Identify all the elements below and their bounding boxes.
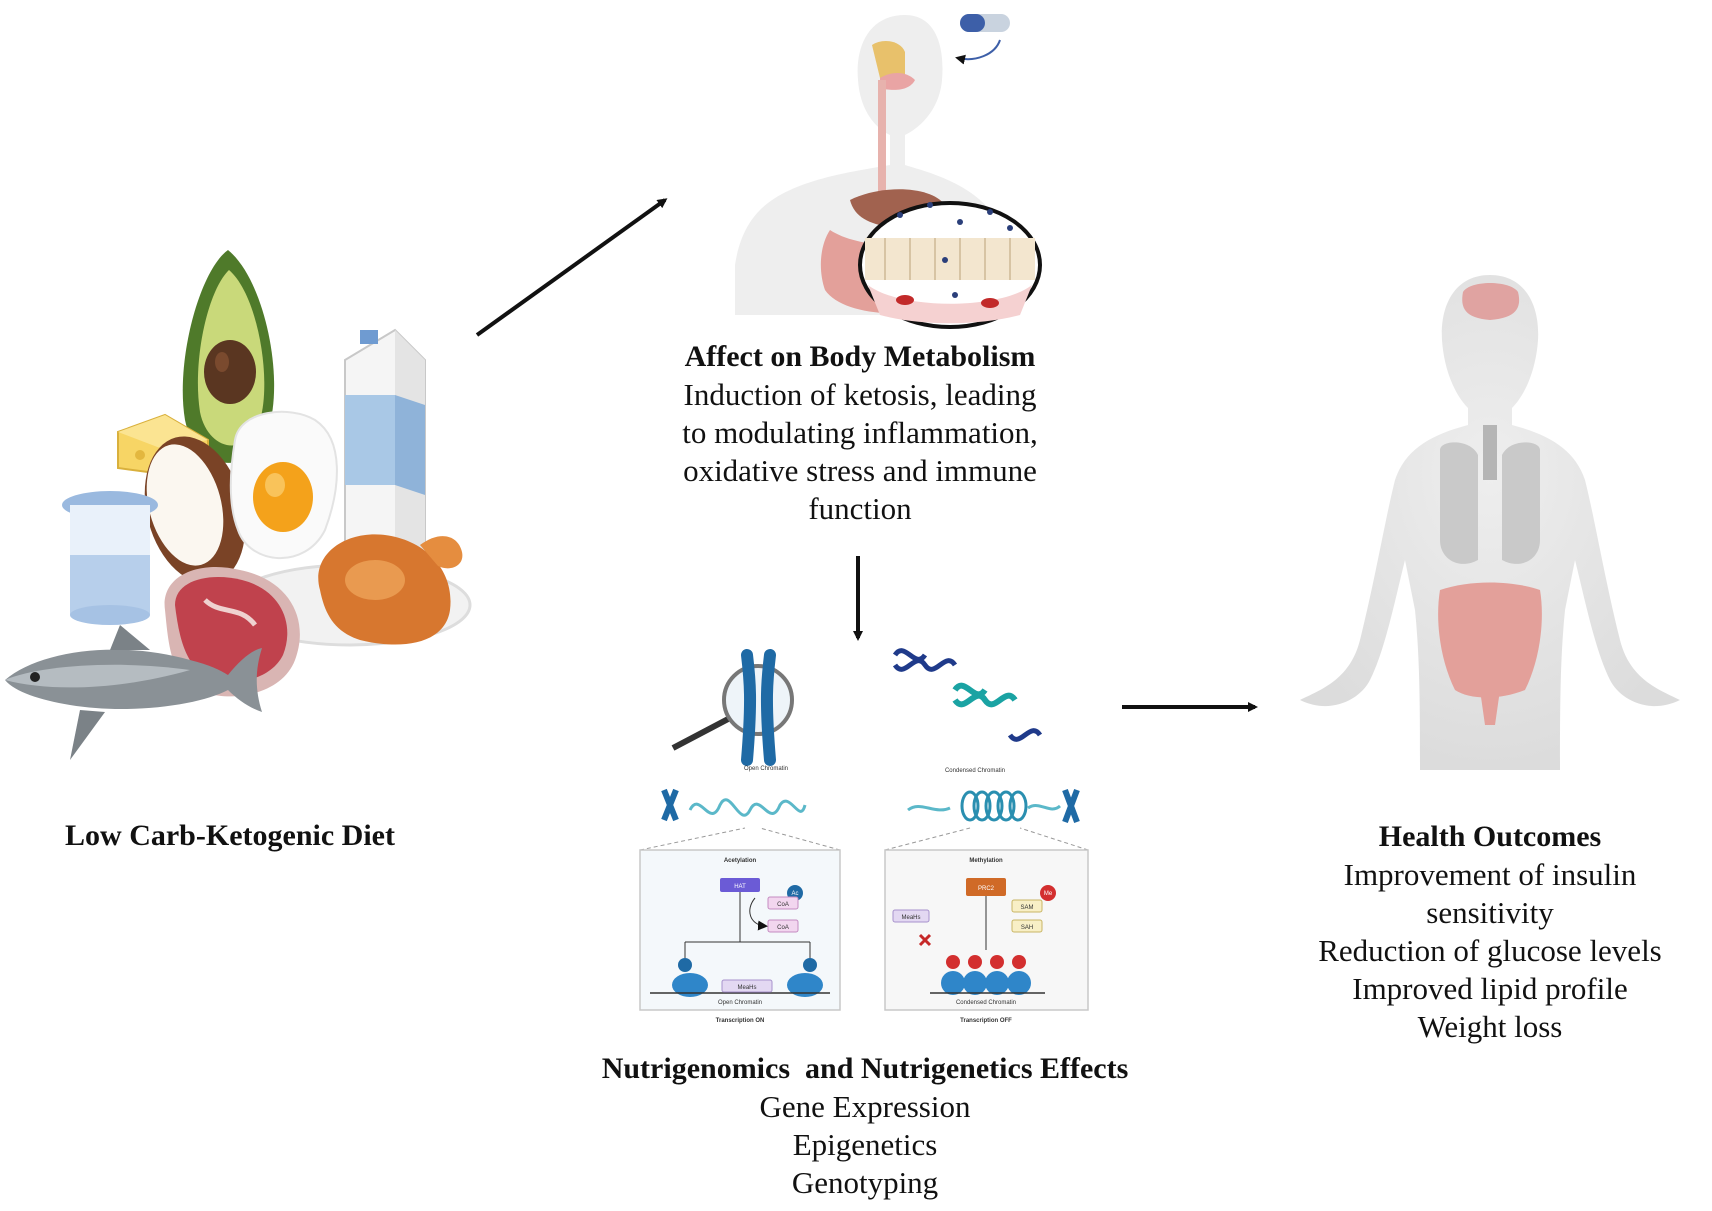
gene-label-right: MeaHs: [901, 915, 920, 921]
milk-carton-icon: [344, 328, 426, 561]
prc2-enzyme-label: PRC2: [978, 886, 995, 892]
acetylation-panel: Acetylation HAT Ac CoA CoA MeaHs Open Ch…: [639, 849, 841, 1024]
outcomes-title: Health Outcomes: [1378, 820, 1602, 853]
arrow-diet-to-metabolism: [475, 198, 668, 337]
chromosome-magnifier-icon: [671, 649, 794, 766]
methylation-title: Methylation: [969, 858, 1003, 864]
metabolism-text-block: Affect on Body Metabolism Induction of k…: [630, 338, 1090, 528]
diet-title: Low Carb-Ketogenic Diet: [65, 819, 395, 852]
open-chromatin-caption: Open Chromatin: [744, 766, 788, 772]
hat-enzyme-label: HAT: [734, 884, 746, 890]
outcome-line: Weight loss: [1417, 1009, 1563, 1044]
gene-label-left: MeaHs: [737, 985, 756, 991]
sam-label: SAM: [1020, 905, 1033, 911]
food-illustration: [5, 250, 472, 760]
yogurt-icon: [62, 491, 158, 625]
pill-icon: [960, 14, 1010, 32]
metabolism-line: to modulating inflammation,: [682, 415, 1038, 450]
human-body-illustration: [1300, 275, 1680, 770]
dna-helix-icon: [892, 648, 1043, 742]
open-chromatin-strand: [661, 788, 807, 822]
coa-label-1: CoA: [777, 902, 789, 908]
acetyl-group-label: Ac: [791, 891, 798, 897]
nutrigenomics-text-block: Nutrigenomics and Nutrigenetics Effects …: [555, 1050, 1175, 1202]
condensed-chromatin-state: Condensed Chromatin: [956, 1000, 1016, 1006]
digestive-system-illustration: [735, 14, 1042, 329]
nutrigenomics-line: Genotyping: [791, 1165, 939, 1200]
nutrigenomics-line: Epigenetics: [792, 1127, 938, 1162]
metabolism-title: Affect on Body Metabolism: [684, 340, 1036, 373]
metabolism-line: oxidative stress and immune: [683, 453, 1037, 488]
outcome-line: Improvement of insulin: [1343, 857, 1637, 892]
epigenetics-illustration: Open Chromatin Condensed Chromatin: [639, 648, 1089, 1024]
coconut-icon: [144, 436, 246, 584]
transcription-on-label: Transcription ON: [716, 1018, 765, 1024]
methylation-panel: Methylation PRC2 Me SAM SAH MeaHs Conden…: [884, 849, 1089, 1024]
metabolism-line: Induction of ketosis, leading: [683, 377, 1037, 412]
condensed-chromatin-strand: [907, 788, 1080, 824]
condensed-chromatin-caption: Condensed Chromatin: [945, 768, 1005, 774]
metabolism-line: function: [808, 491, 912, 526]
outcome-line: sensitivity: [1426, 895, 1554, 930]
outcome-line: Reduction of glucose levels: [1318, 933, 1662, 968]
nutrigenomics-title: Nutrigenomics and Nutrigenetics Effects: [601, 1052, 1129, 1085]
egg-icon: [229, 410, 338, 560]
intestinal-absorption-magnifier: [858, 201, 1042, 329]
methyl-group-label: Me: [1044, 891, 1053, 897]
chicken-icon: [318, 534, 463, 645]
open-chromatin-state: Open Chromatin: [718, 1000, 762, 1006]
outcomes-text-block: Health Outcomes Improvement of insulin s…: [1270, 818, 1710, 1046]
sah-label: SAH: [1021, 925, 1033, 931]
transcription-off-label: Transcription OFF: [960, 1018, 1012, 1024]
fish-icon: [5, 625, 262, 760]
coa-label-2: CoA: [777, 925, 789, 931]
outcome-line: Improved lipid profile: [1352, 971, 1628, 1006]
avocado-icon: [182, 250, 275, 463]
acetylation-title: Acetylation: [724, 858, 757, 864]
nutrigenomics-line: Gene Expression: [759, 1089, 971, 1124]
diet-label-block: Low Carb-Ketogenic Diet: [40, 817, 420, 855]
